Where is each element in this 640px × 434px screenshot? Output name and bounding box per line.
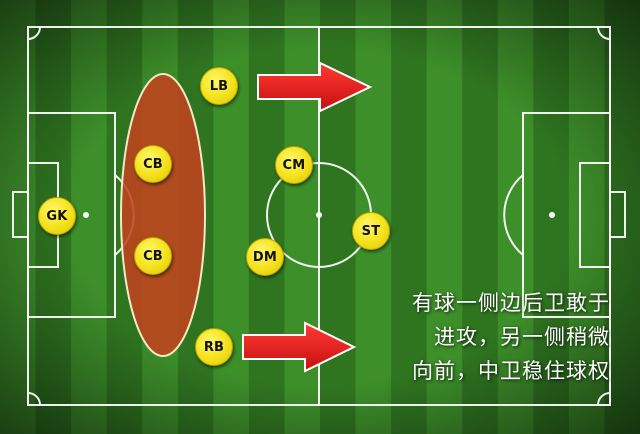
rb-advance-arrow bbox=[242, 321, 357, 373]
right-penalty-arc bbox=[503, 174, 524, 256]
player-cb-top[interactable]: CB bbox=[134, 145, 172, 183]
corner-arc-tr bbox=[597, 26, 611, 40]
player-cb-bottom[interactable]: CB bbox=[134, 237, 172, 275]
player-dm[interactable]: DM bbox=[246, 238, 284, 276]
corner-arc-bl bbox=[27, 392, 41, 406]
center-spot bbox=[316, 212, 322, 218]
player-gk[interactable]: GK bbox=[38, 197, 76, 235]
right-goal bbox=[609, 191, 626, 238]
caption-line-1: 有球一侧边后卫敢于 bbox=[412, 291, 610, 315]
tactic-caption: 有球一侧边后卫敢于 进攻，另一侧稍微 向前，中卫稳住球权 bbox=[310, 286, 610, 388]
caption-line-3: 向前，中卫稳住球权 bbox=[412, 359, 610, 383]
caption-line-2: 进攻，另一侧稍微 bbox=[434, 325, 610, 349]
player-st[interactable]: ST bbox=[352, 212, 390, 250]
lb-advance-arrow bbox=[257, 61, 373, 113]
player-lb[interactable]: LB bbox=[200, 67, 238, 105]
player-rb[interactable]: RB bbox=[195, 328, 233, 366]
corner-arc-br bbox=[597, 392, 611, 406]
corner-arc-tl bbox=[27, 26, 41, 40]
right-penalty-spot bbox=[549, 212, 555, 218]
left-goal bbox=[12, 191, 29, 238]
left-penalty-spot bbox=[83, 212, 89, 218]
player-cm[interactable]: CM bbox=[275, 146, 313, 184]
center-back-zone bbox=[120, 73, 206, 357]
